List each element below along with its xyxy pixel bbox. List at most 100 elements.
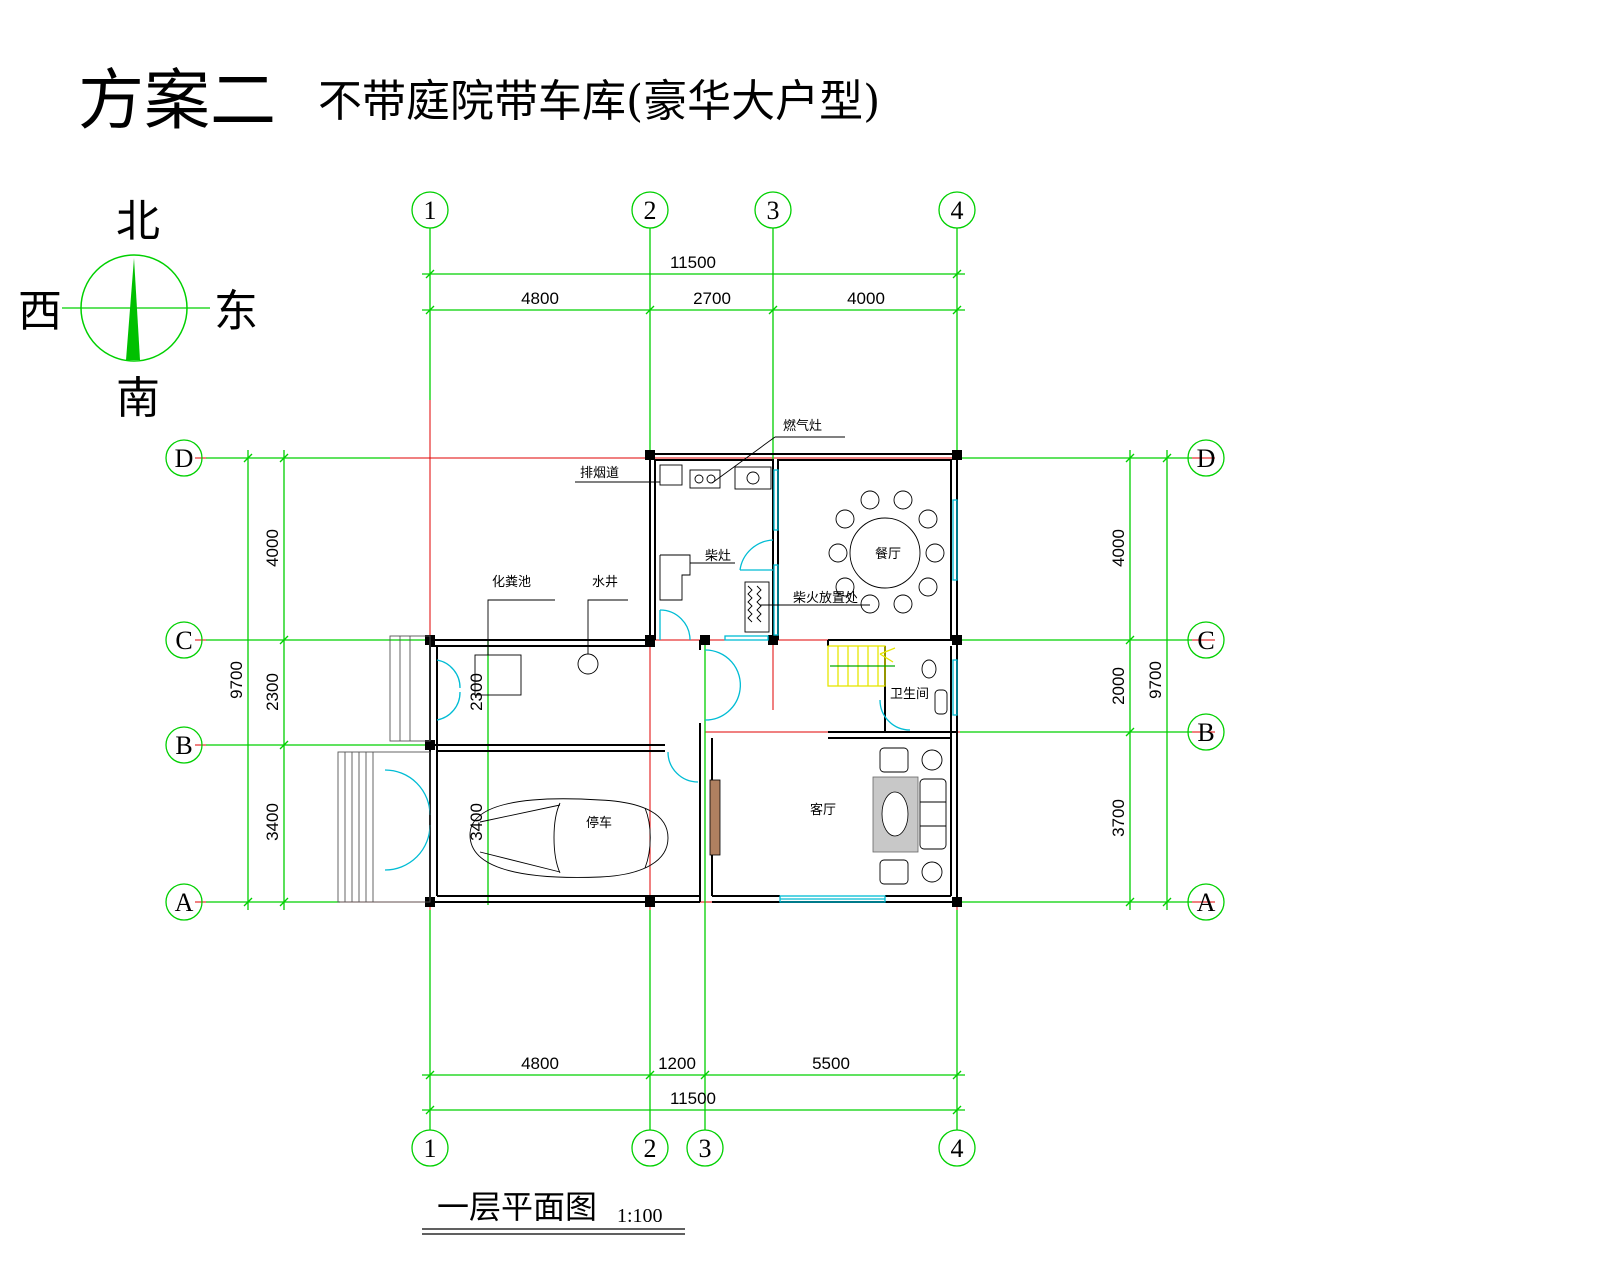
label-chimney: 排烟道 [580, 466, 619, 481]
label-parking: 停车 [586, 815, 612, 831]
armchair-icon [879, 747, 909, 773]
well-icon [577, 653, 599, 675]
dim-top-total: 11500 [670, 253, 716, 272]
dim-left-segment: 3400 [263, 803, 282, 841]
axis-bubble [1187, 713, 1225, 751]
axis-bubble [631, 1129, 669, 1167]
dining-table [828, 490, 945, 614]
axis-bubble [631, 191, 669, 229]
axis-label-left: B [175, 731, 192, 760]
sink-icon [734, 466, 772, 490]
axis-label-top: 2 [644, 196, 657, 225]
entrance-steps [337, 635, 431, 903]
label-living: 客厅 [810, 802, 836, 818]
dim-right-segment: 4000 [1109, 529, 1128, 567]
axis-label-top: 1 [424, 196, 437, 225]
label-wood-stove: 柴灶 [705, 549, 731, 564]
dim-left-segment: 2300 [263, 673, 282, 711]
gas-stove-icon [689, 469, 721, 489]
dim-left-total: 9700 [227, 661, 246, 699]
compass-west: 西 [18, 286, 62, 337]
scheme-title: 方案二 [78, 62, 276, 139]
compass-east: 东 [214, 286, 258, 337]
compass-south: 南 [116, 373, 160, 424]
sofa-icon [919, 778, 947, 850]
dim-bottom-segment: 1200 [658, 1054, 696, 1073]
compass-needle-icon [126, 258, 140, 360]
dim-top-segment: 4800 [521, 289, 559, 308]
dim-top-segment: 4000 [847, 289, 885, 308]
axis-bubble [411, 191, 449, 229]
dim-bottom-total: 11500 [670, 1089, 716, 1108]
dimension-texts: 11500 4800 2700 4000 4800 1200 5500 1150… [227, 253, 1165, 1108]
axis-bubble [1187, 621, 1225, 659]
axis-label-bottom: 4 [951, 1134, 964, 1163]
plant-icon [921, 749, 943, 771]
axis-label-bottom: 3 [699, 1134, 712, 1163]
axis-label-top: 4 [951, 196, 964, 225]
label-well: 水井 [592, 575, 618, 590]
axis-bubbles: 1 2 3 4 1 2 3 4 D C B A D C B A [165, 191, 1225, 1167]
axis-bubble [938, 191, 976, 229]
label-dining: 餐厅 [875, 546, 901, 562]
axis-bubble [1187, 883, 1225, 921]
kitchen-fixtures [659, 464, 772, 633]
septic-tank [474, 654, 522, 696]
coffee-table-icon [881, 791, 909, 837]
axis-label-left: C [175, 626, 192, 655]
axis-bubble [938, 1129, 976, 1167]
basin-icon [934, 689, 948, 715]
dim-right-segment: 3700 [1109, 799, 1128, 837]
axis-bubble [165, 621, 203, 659]
axis-bubble [165, 883, 203, 921]
scheme-subtitle: 不带庭院带车库(豪华大户型) [318, 76, 880, 127]
axis-lines [206, 228, 1192, 1130]
axis-label-bottom: 2 [644, 1134, 657, 1163]
dim-top-segment: 2700 [693, 289, 731, 308]
dim-left-segment: 4000 [263, 529, 282, 567]
car-icon [469, 798, 669, 878]
stair [827, 645, 896, 687]
leader-lines [575, 436, 870, 606]
drawing-name: 一层平面图 [437, 1188, 597, 1226]
label-septic: 化粪池 [492, 575, 531, 590]
axis-label-left: D [175, 444, 194, 473]
doors [384, 539, 911, 871]
septic-and-well [474, 599, 628, 696]
label-firewood-storage: 柴火放置处 [793, 591, 858, 606]
dim-right-segment: 2000 [1109, 667, 1128, 705]
dim-inner-garage: 3400 [467, 803, 486, 841]
axis-bubble [1187, 439, 1225, 477]
tv-cabinet [709, 779, 721, 856]
dim-bottom-segment: 4800 [521, 1054, 559, 1073]
axis-bubble [686, 1129, 724, 1167]
axis-bubble [411, 1129, 449, 1167]
axis-label-left: A [175, 888, 194, 917]
axis-label-right: A [1197, 888, 1216, 917]
bathroom-fixtures [921, 659, 948, 715]
label-gas-stove: 燃气灶 [783, 418, 822, 434]
plant-icon [921, 861, 943, 883]
living-room-furniture [709, 747, 947, 885]
compass-north: 北 [116, 196, 160, 247]
room-labels: 排烟道 燃气灶 柴灶 柴火放置处 餐厅 化粪池 水井 卫生间 停车 客厅 [492, 418, 929, 831]
dim-inner-room: 2300 [467, 673, 486, 711]
label-bathroom: 卫生间 [890, 687, 929, 702]
axis-bubble [754, 191, 792, 229]
armchair-icon [879, 859, 909, 885]
drawing-scale: 1:100 [617, 1205, 663, 1227]
firewood-icon [744, 581, 770, 633]
dim-bottom-segment: 5500 [812, 1054, 850, 1073]
windows [724, 469, 958, 903]
axis-label-top: 3 [767, 196, 780, 225]
compass: 北 南 西 东 [18, 196, 258, 424]
drawing-caption: 一层平面图 1:100 [422, 1188, 685, 1235]
toilet-icon [921, 659, 937, 679]
axis-label-bottom: 1 [424, 1134, 437, 1163]
axis-label-right: C [1197, 626, 1214, 655]
axis-label-right: B [1197, 718, 1214, 747]
axis-bubble [165, 726, 203, 764]
dim-right-total: 9700 [1146, 661, 1165, 699]
axis-bubble [165, 439, 203, 477]
